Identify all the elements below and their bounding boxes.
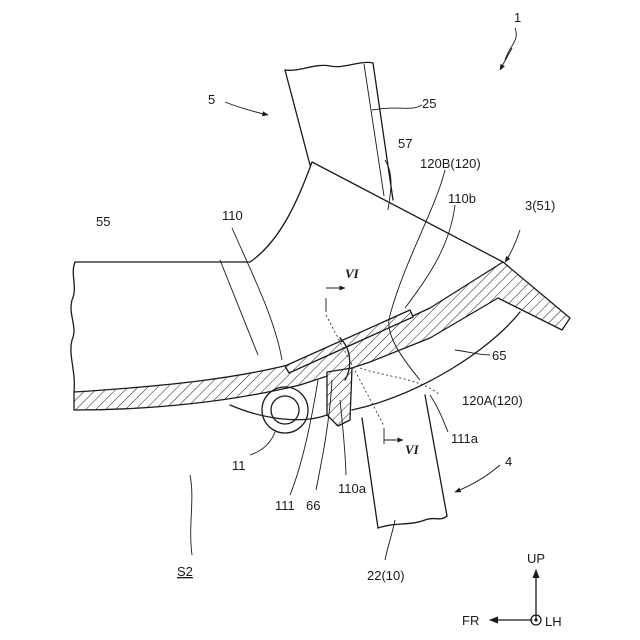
label-110: 110 [222, 208, 243, 223]
label-110a: 110a [338, 481, 367, 496]
curved-member [71, 162, 503, 392]
label-3: 3(51) [525, 198, 555, 213]
label-65: 65 [492, 348, 506, 363]
label-25: 25 [422, 96, 436, 111]
label-s2: S2 [177, 564, 193, 579]
orientation-axes [490, 570, 541, 625]
label-66: 66 [306, 498, 320, 513]
lower-pillar [362, 395, 447, 528]
label-vi-top: VI [345, 266, 360, 281]
label-110b: 110b [448, 191, 476, 206]
label-120a: 120A(120) [462, 393, 523, 408]
label-lh: LH [545, 614, 562, 629]
label-up: UP [527, 551, 545, 566]
label-11: 11 [232, 458, 246, 473]
label-111: 111 [275, 498, 295, 513]
label-22: 22(10) [367, 568, 405, 583]
label-57: 57 [398, 136, 412, 151]
label-1: 1 [514, 10, 521, 25]
label-120b: 120B(120) [420, 156, 481, 171]
label-vi-bottom: VI [405, 442, 420, 457]
label-55: 55 [96, 214, 110, 229]
label-5: 5 [208, 92, 215, 107]
label-111a: 111a [451, 431, 479, 446]
upper-pillar [285, 62, 393, 200]
label-4: 4 [505, 454, 512, 469]
pipe [262, 387, 308, 433]
label-fr: FR [462, 613, 479, 628]
